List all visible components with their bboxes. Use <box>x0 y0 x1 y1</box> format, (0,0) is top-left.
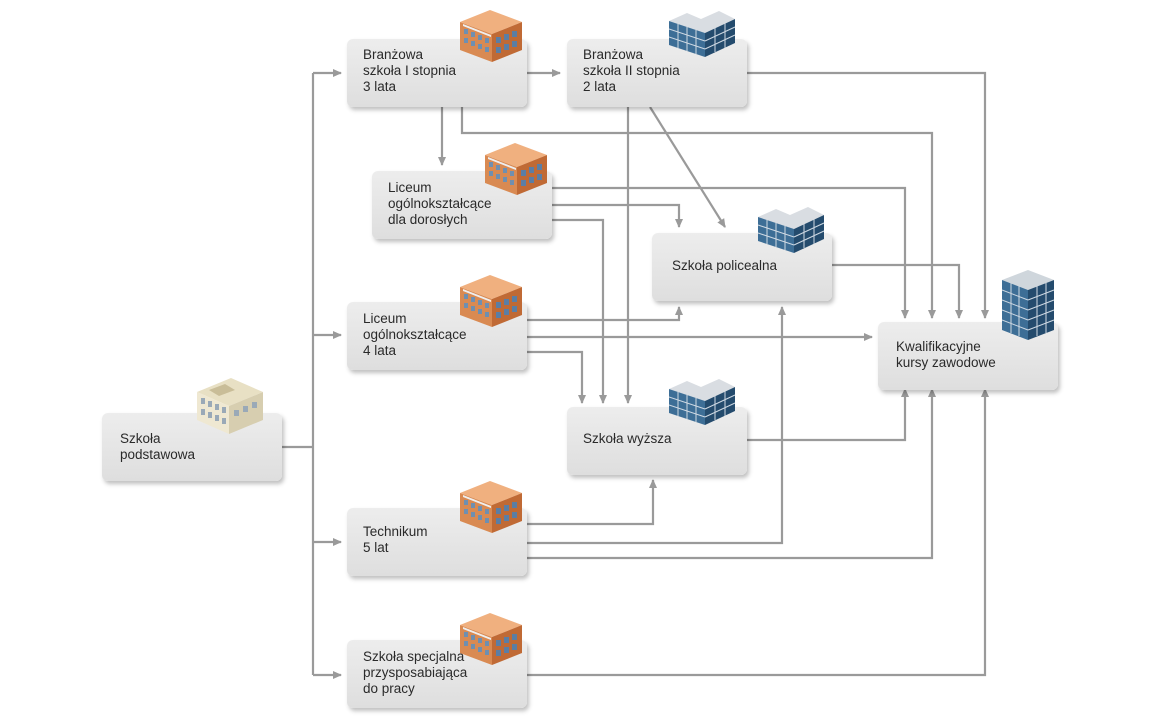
edge-technikum-kursy <box>527 388 936 560</box>
node-label: Branżowa szkoła II stopnia 2 lata <box>583 47 680 94</box>
edge-szkola-wyzsza-kursy <box>747 388 909 442</box>
edge-liceum-dorosli-szkola-wyzsza <box>552 218 607 404</box>
glass-office-building-icon <box>758 206 825 254</box>
edge-liceum-dorosli-kursy <box>552 186 909 319</box>
node-label: Liceum ogólnokształcące dla dorosłych <box>388 180 492 227</box>
edge-branzowa-2-szkola-policealna <box>649 106 726 228</box>
brick-school-building-icon <box>460 481 522 533</box>
node-kursy: Kwalifikacyjne kursy zawodowe <box>878 322 1058 390</box>
glass-office-building-icon <box>669 10 736 58</box>
edge-liceum-dorosli-szkola-policealna <box>552 203 683 228</box>
classic-school-building-icon <box>197 378 263 434</box>
edge-technikum-szkola-policealna <box>527 306 786 545</box>
edge-technikum-szkola-wyzsza <box>527 479 657 526</box>
edge-branzowa-1-kursy <box>460 107 936 319</box>
edge-liceum-4-szkola-wyzsza <box>527 350 586 404</box>
brick-school-building-icon <box>460 10 522 62</box>
brick-school-building-icon <box>485 143 547 195</box>
node-label: Szkoła policealna <box>672 258 778 273</box>
edge-szkola-policealna-kursy <box>832 263 963 319</box>
edge-szkola-specjalna-kursy <box>527 388 989 677</box>
node-label: Technikum 5 lat <box>363 524 428 555</box>
node-label: Liceum ogólnokształcące 4 lata <box>363 311 467 358</box>
edge-branzowa-2-kursy <box>747 71 989 319</box>
glass-tower-building-icon <box>1002 270 1055 341</box>
node-label: Szkoła wyższa <box>583 431 672 446</box>
node-label: Szkoła specjalna przysposabiająca do pra… <box>363 649 468 696</box>
node-label: Kwalifikacyjne kursy zawodowe <box>896 339 996 370</box>
glass-office-building-icon <box>669 378 736 426</box>
brick-school-building-icon <box>460 275 522 327</box>
node-label: Branżowa szkoła I stopnia 3 lata <box>363 47 457 94</box>
node-szkola-wyzsza: Szkoła wyższa <box>567 407 747 475</box>
brick-school-building-icon <box>460 613 522 665</box>
node-liceum-dorosli: Liceum ogólnokształcące dla dorosłych <box>372 171 552 239</box>
node-label: Szkoła podstawowa <box>120 431 196 462</box>
edge-liceum-4-szkola-policealna <box>527 306 683 322</box>
